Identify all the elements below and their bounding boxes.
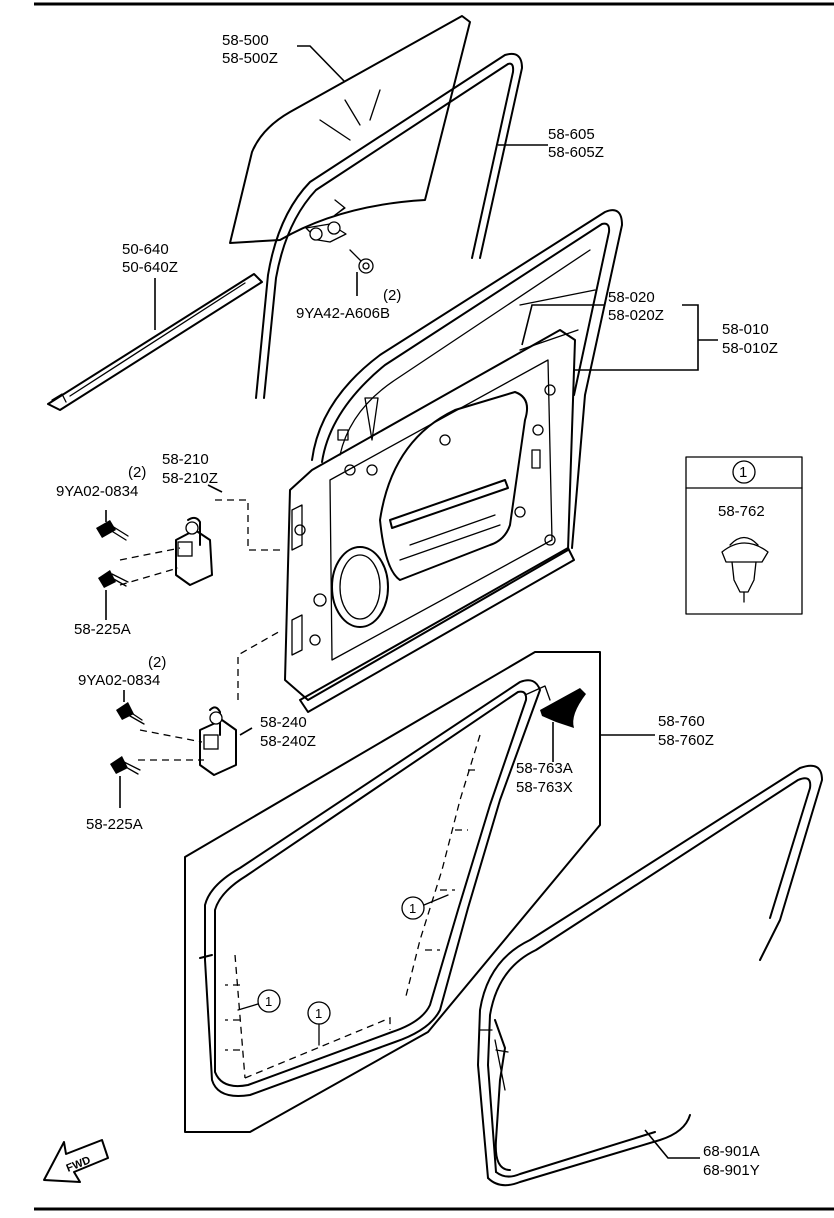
label-weatherstrip-1: 58-760 bbox=[658, 713, 705, 730]
glass-bolts[interactable] bbox=[305, 207, 374, 274]
callout-1c bbox=[307, 1001, 331, 1046]
callout-1b-text: 1 bbox=[265, 994, 272, 1009]
label-belt-1: 50-640 bbox=[122, 241, 169, 258]
label-lower-bolt-code: 9YA02-0834 bbox=[78, 672, 160, 689]
fwd-label: FWD bbox=[65, 1154, 93, 1175]
callout-1a bbox=[401, 894, 449, 920]
hinge-dash-2 bbox=[119, 547, 181, 586]
label-sash-2: 58-020Z bbox=[608, 307, 664, 324]
label-panel-1: 58-010 bbox=[722, 321, 769, 338]
weatherstrip-group[interactable] bbox=[184, 651, 601, 1133]
lower-hinge-bolt[interactable] bbox=[116, 702, 145, 725]
leader-lower-hinge bbox=[239, 727, 253, 736]
label-upper-bolt-qty: (2) bbox=[128, 464, 146, 481]
label-lower-hinge-2: 58-240Z bbox=[260, 733, 316, 750]
label-glass-bolt-qty: (2) bbox=[383, 287, 401, 304]
label-belt-2: 50-640Z bbox=[122, 259, 178, 276]
label-glass-2: 58-500Z bbox=[222, 50, 278, 67]
label-seal-1: 68-901A bbox=[703, 1143, 760, 1160]
fwd-arrow-icon bbox=[43, 1139, 109, 1183]
lower-hinge-bolt-2[interactable] bbox=[110, 756, 141, 775]
clip-legend bbox=[685, 456, 803, 615]
label-pad-1: 58-763A bbox=[516, 760, 573, 777]
label-panel-2: 58-010Z bbox=[722, 340, 778, 357]
label-weatherstrip-2: 58-760Z bbox=[658, 732, 714, 749]
callout-1c-text: 1 bbox=[315, 1006, 322, 1021]
label-lower-hinge-1: 58-240 bbox=[260, 714, 307, 731]
legend-part: 58-762 bbox=[718, 503, 765, 520]
label-upper-hinge-1: 58-210 bbox=[162, 451, 209, 468]
label-pad-2: 58-763X bbox=[516, 779, 573, 796]
label-glass-run-2: 58-605Z bbox=[548, 144, 604, 161]
lower-hinge[interactable] bbox=[199, 706, 237, 776]
label-glass-1: 58-500 bbox=[222, 32, 269, 49]
label-sash-1: 58-020 bbox=[608, 289, 655, 306]
label-upper-bolt-2: 58-225A bbox=[74, 621, 131, 638]
label-lower-bolt-qty: (2) bbox=[148, 654, 166, 671]
hinge-dash-3 bbox=[237, 629, 283, 700]
label-upper-bolt-code: 9YA02-0834 bbox=[56, 483, 138, 500]
upper-hinge-bolt[interactable] bbox=[96, 520, 129, 541]
leader-upper-hinge bbox=[207, 484, 223, 493]
label-lower-bolt-2: 58-225A bbox=[86, 816, 143, 833]
leader-opening-seal bbox=[644, 1129, 700, 1159]
leader-panel bbox=[575, 304, 699, 371]
label-glass-bolt-code: 9YA42-A606B bbox=[296, 305, 390, 322]
belt-molding[interactable] bbox=[47, 273, 263, 411]
upper-hinge-bolt-2[interactable] bbox=[98, 570, 129, 588]
callout-1a-text: 1 bbox=[409, 901, 416, 916]
weatherstrip-pad[interactable] bbox=[540, 688, 586, 728]
leader-glass bbox=[297, 45, 346, 83]
hinge-dash-1 bbox=[215, 499, 282, 551]
hinge-dash-4 bbox=[138, 729, 204, 761]
door-opening-seal[interactable] bbox=[477, 764, 823, 1187]
upper-hinge[interactable] bbox=[175, 516, 213, 586]
leader-sash bbox=[521, 304, 605, 346]
door-panel[interactable] bbox=[284, 209, 623, 713]
legend-marker: 1 bbox=[739, 464, 747, 481]
label-glass-run-1: 58-605 bbox=[548, 126, 595, 143]
callout-1b bbox=[237, 989, 281, 1013]
label-upper-hinge-2: 58-210Z bbox=[162, 470, 218, 487]
label-seal-2: 68-901Y bbox=[703, 1162, 760, 1179]
glass-run-channel[interactable] bbox=[255, 52, 523, 399]
